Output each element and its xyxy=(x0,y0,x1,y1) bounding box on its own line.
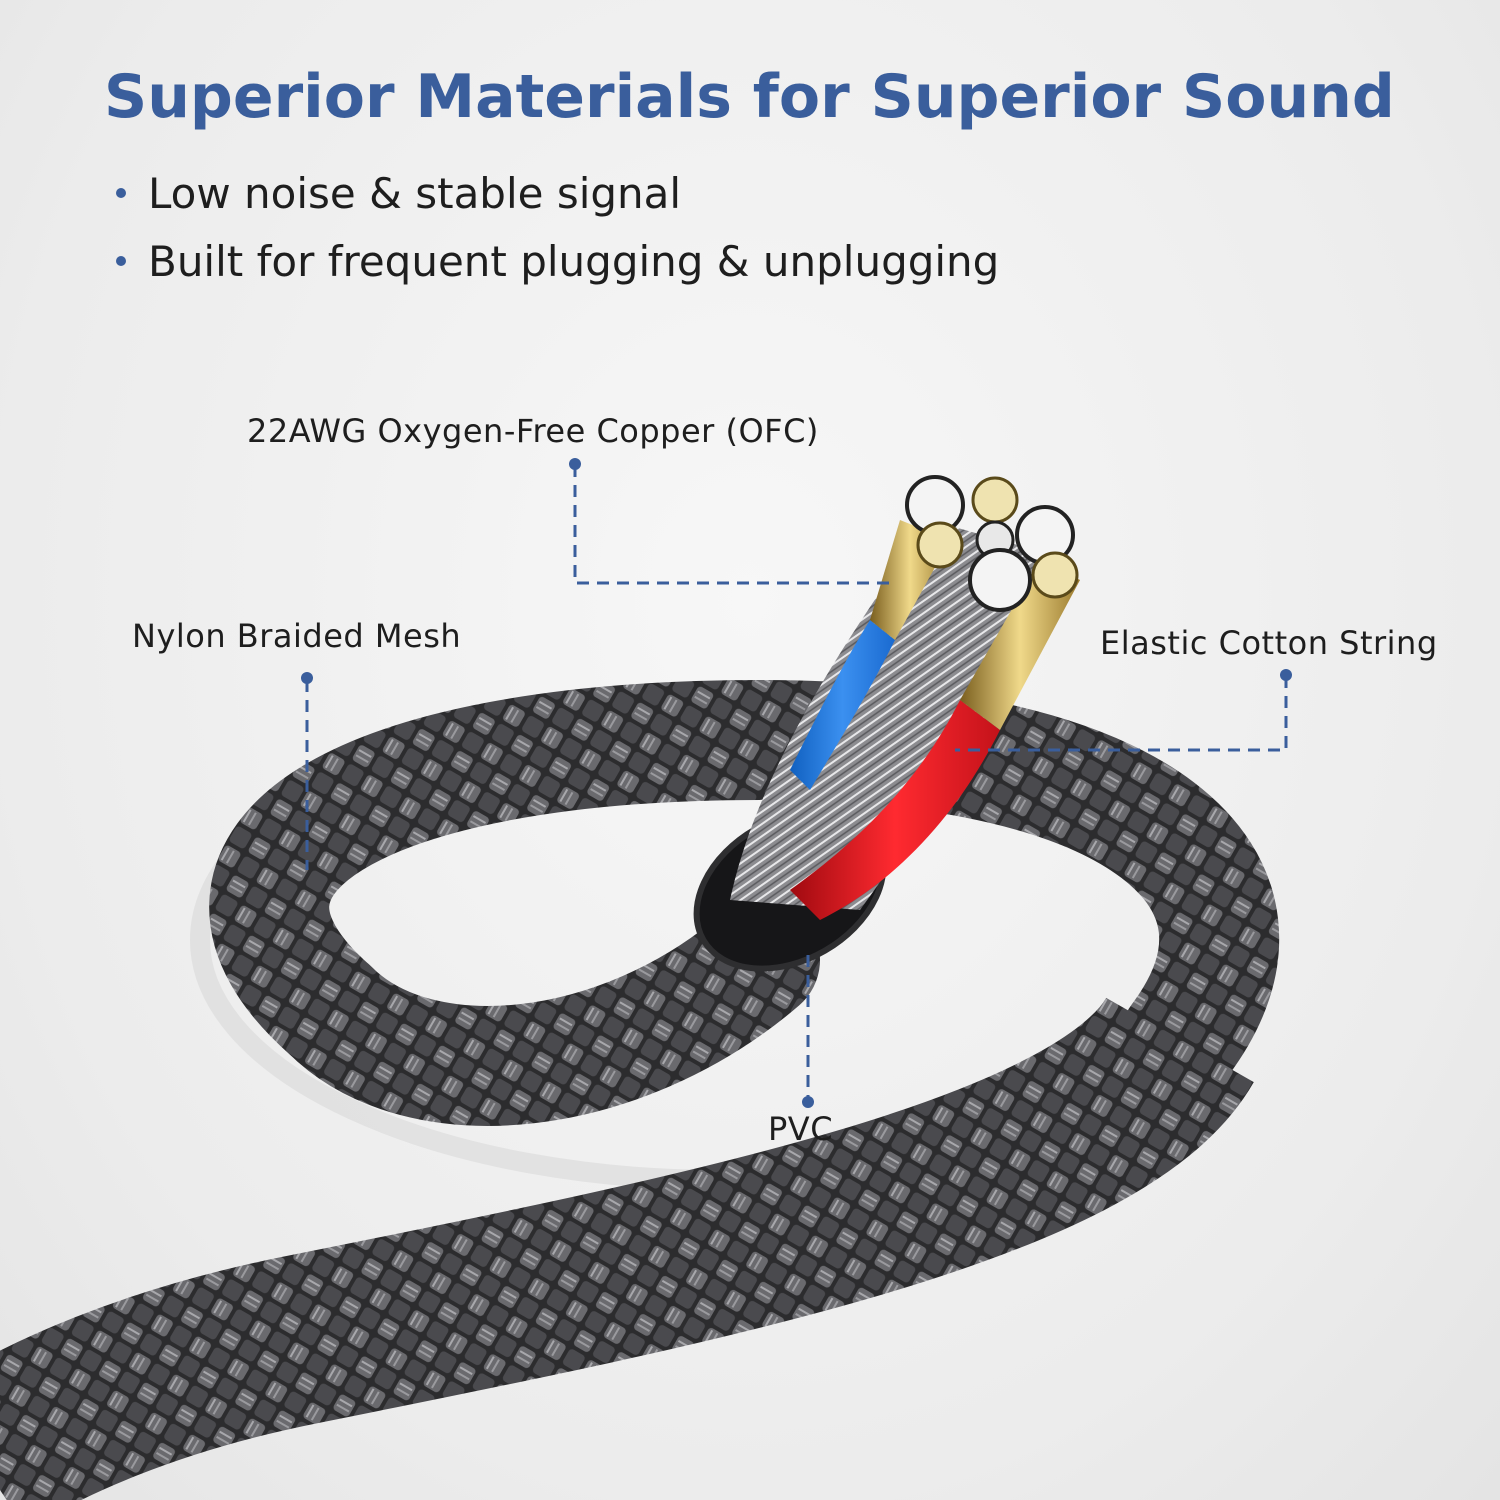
pvc-callout-label: PVC xyxy=(768,1110,834,1148)
bullet-icon xyxy=(116,187,126,198)
cotton-leader xyxy=(955,676,1288,752)
nylon-callout-label: Nylon Braided Mesh xyxy=(132,617,462,655)
copper-leader-dot xyxy=(569,458,581,470)
bullet-icon xyxy=(116,255,126,266)
pvc-leader-dot xyxy=(802,1096,814,1108)
feature-text: Low noise & stable signal xyxy=(148,169,682,218)
red-wire xyxy=(790,700,1000,920)
braided-cable xyxy=(0,993,1254,1500)
blue-wire xyxy=(790,620,895,790)
cotton-callout-label: Elastic Cotton String xyxy=(1100,624,1438,662)
copper-strand xyxy=(960,560,1080,730)
strand-ends xyxy=(905,475,1079,612)
cotton-core xyxy=(730,520,1070,910)
nylon-leader-dot xyxy=(301,672,313,684)
feature-text: Built for frequent plugging & unplugging xyxy=(148,237,1000,286)
copper-leader xyxy=(573,465,890,585)
page-title: Superior Materials for Superior Sound xyxy=(104,62,1395,132)
feature-list: Low noise & stable signal Built for freq… xyxy=(116,166,999,302)
braided-loop xyxy=(209,679,1280,1100)
copper-callout-label: 22AWG Oxygen-Free Copper (OFC) xyxy=(247,412,819,450)
feature-item: Built for frequent plugging & unplugging xyxy=(116,234,999,302)
feature-item: Low noise & stable signal xyxy=(116,166,999,234)
braided-loop-front xyxy=(270,900,820,1126)
cotton-leader-dot xyxy=(1280,669,1292,681)
